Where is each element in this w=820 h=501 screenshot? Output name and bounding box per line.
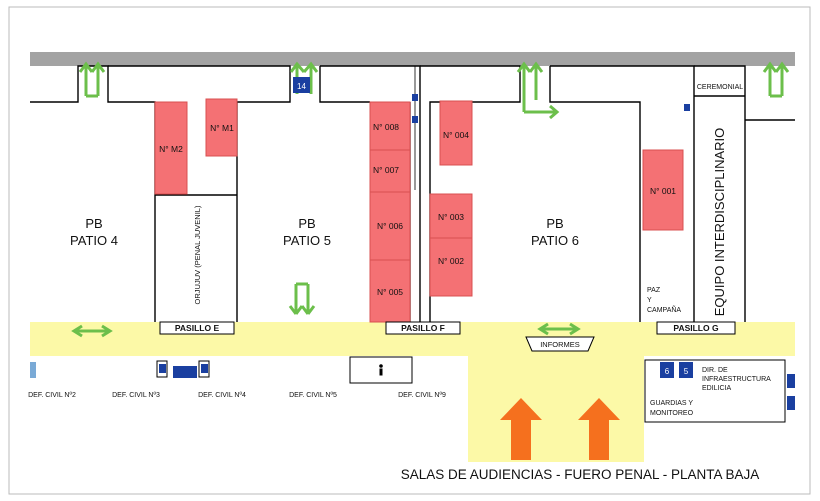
elevator-block	[173, 366, 197, 378]
room-007[interactable]	[369, 149, 411, 193]
elevator-14-label: 14	[297, 82, 306, 91]
elevator-6-label: 6	[665, 367, 670, 376]
corridor-labels: PASILLO E PASILLO F PASILLO G	[159, 321, 736, 335]
patio-6-line1: PB	[546, 216, 563, 231]
room-008[interactable]	[369, 101, 411, 151]
room-label: N° M2	[159, 144, 183, 154]
guardias-label: GUARDIAS Y	[650, 400, 693, 407]
two-way-arrow-icon	[71, 324, 113, 338]
room-006[interactable]	[369, 191, 411, 261]
exit-up-arrow-icon	[762, 61, 790, 98]
dir-label: EDILICIA	[702, 385, 732, 392]
restrooms	[156, 360, 383, 378]
defensoria-label: DEF. CIVIL Nº3	[112, 392, 160, 399]
defensoria-label: DEF. CIVIL Nº5	[289, 392, 337, 399]
room-m1[interactable]	[205, 98, 238, 157]
room-label: N° 007	[373, 165, 399, 175]
paz-label: PAZ	[647, 287, 661, 294]
courtrooms	[154, 98, 684, 323]
patio-4-line2: PATIO 4	[70, 233, 118, 248]
elevator-14[interactable]: 14	[293, 77, 310, 93]
room-label: N° 005	[377, 287, 403, 297]
room-003[interactable]	[429, 193, 473, 239]
defensoria-label: DEF. CIVIL Nº4	[198, 392, 246, 399]
pasillo-g-label: PASILLO G	[673, 323, 719, 333]
entrance-arrow-icon	[500, 398, 542, 460]
person-icon	[379, 364, 383, 368]
informes-desk[interactable]: INFORMES	[525, 336, 595, 352]
room-label: N° 008	[373, 122, 399, 132]
paz-label: Y	[647, 297, 652, 304]
room-001[interactable]	[642, 149, 684, 231]
map-frame	[8, 6, 811, 495]
pasillo-e-label: PASILLO E	[175, 323, 220, 333]
informes-label: INFORMES	[540, 340, 580, 349]
room-label: N° 004	[443, 130, 469, 140]
room-002[interactable]	[429, 237, 473, 297]
defensoria-label: DEF. CIVIL Nº2	[28, 392, 76, 399]
equipo-label: EQUIPO INTERDISCIPLINARIO	[712, 128, 727, 317]
patio-4-line1: PB	[85, 216, 102, 231]
room-m2[interactable]	[154, 101, 188, 195]
exit-down-arrow-icon	[288, 282, 316, 315]
room-label: N° 001	[650, 186, 676, 196]
room-label: N° M1	[210, 123, 234, 133]
patio-5-line2: PATIO 5	[283, 233, 331, 248]
two-way-arrow-icon	[537, 322, 581, 336]
room-005[interactable]	[369, 259, 411, 323]
ceremonial-label: CEREMONIAL	[697, 84, 743, 91]
room-label: N° 003	[438, 212, 464, 222]
guardias-label: MONITOREO	[650, 410, 694, 417]
map-title: SALAS DE AUDIENCIAS - FUERO PENAL - PLAN…	[401, 467, 760, 482]
blue-markers	[30, 94, 795, 410]
patio-6-line2: PATIO 6	[531, 233, 579, 248]
entrance-arrow-icon	[578, 398, 620, 460]
room-label: N° 002	[438, 256, 464, 266]
room-label: N° 006	[377, 221, 403, 231]
elevator-5-label: 5	[684, 367, 689, 376]
exit-up-right-arrow-icon	[516, 61, 560, 120]
pasillo-f-label: PASILLO F	[401, 323, 445, 333]
juvenil-label: ORJUJUV (PENAL JUVENIL)	[193, 205, 202, 304]
paz-label: CAMPAÑA	[647, 305, 681, 314]
room-004[interactable]	[439, 100, 473, 166]
entrance-arrows	[500, 398, 620, 460]
patio-5-line1: PB	[298, 216, 315, 231]
top-corridor-bar	[30, 52, 795, 66]
elevators-6-5[interactable]: 6 5	[660, 362, 693, 378]
defensoria-label: DEF. CIVIL Nº9	[398, 392, 446, 399]
dir-label: INFRAESTRUCTURA	[702, 376, 771, 383]
exit-up-arrow-icon	[78, 61, 106, 96]
dir-label: DIR. DE	[702, 367, 728, 374]
